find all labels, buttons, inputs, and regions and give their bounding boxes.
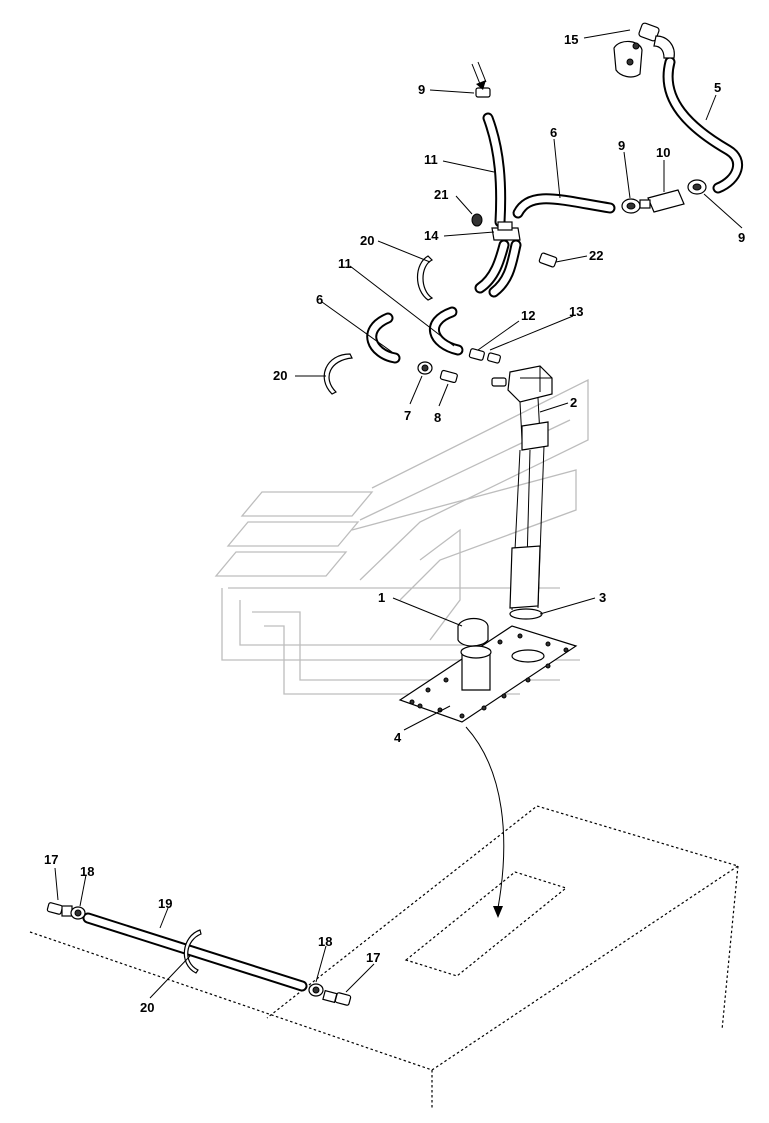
callout-14: 14: [424, 228, 439, 243]
callout-18-right: 18: [318, 934, 332, 949]
callout-7: 7: [404, 408, 411, 423]
callout-21: 21: [434, 187, 448, 202]
callout-22: 22: [589, 248, 603, 263]
callout-2: 2: [570, 395, 577, 410]
parts: [46, 22, 707, 1006]
fuel-tank-outline: [29, 805, 740, 1108]
callout-6-lower: 6: [316, 292, 323, 307]
callout-11-upper: 11: [424, 152, 438, 167]
callout-6-upper: 6: [550, 125, 557, 140]
callout-20-lower: 20: [140, 1000, 154, 1015]
callout-labels: 15 5 9 6 9 10 11 21 9 14 20 22 11 6 12 1…: [44, 32, 745, 1015]
callout-9-top: 9: [418, 82, 425, 97]
leader-lines: [54, 29, 743, 999]
callout-5: 5: [714, 80, 721, 95]
hoses: [82, 56, 744, 992]
callout-13: 13: [569, 304, 583, 319]
callout-4: 4: [394, 730, 402, 745]
callout-10: 10: [656, 145, 670, 160]
callout-17-right: 17: [366, 950, 380, 965]
callout-9-mid: 9: [618, 138, 625, 153]
install-arrow: [465, 726, 505, 918]
callout-12: 12: [521, 308, 535, 323]
callout-20-upper: 20: [360, 233, 374, 248]
callout-9-right: 9: [738, 230, 745, 245]
callout-15: 15: [564, 32, 578, 47]
callout-8: 8: [434, 410, 441, 425]
callout-20-mid: 20: [273, 368, 287, 383]
callout-17-left: 17: [44, 852, 58, 867]
callout-3: 3: [599, 590, 606, 605]
callout-1: 1: [378, 590, 385, 605]
callout-11-lower: 11: [338, 256, 352, 271]
callout-18-left: 18: [80, 864, 94, 879]
callout-19: 19: [158, 896, 172, 911]
